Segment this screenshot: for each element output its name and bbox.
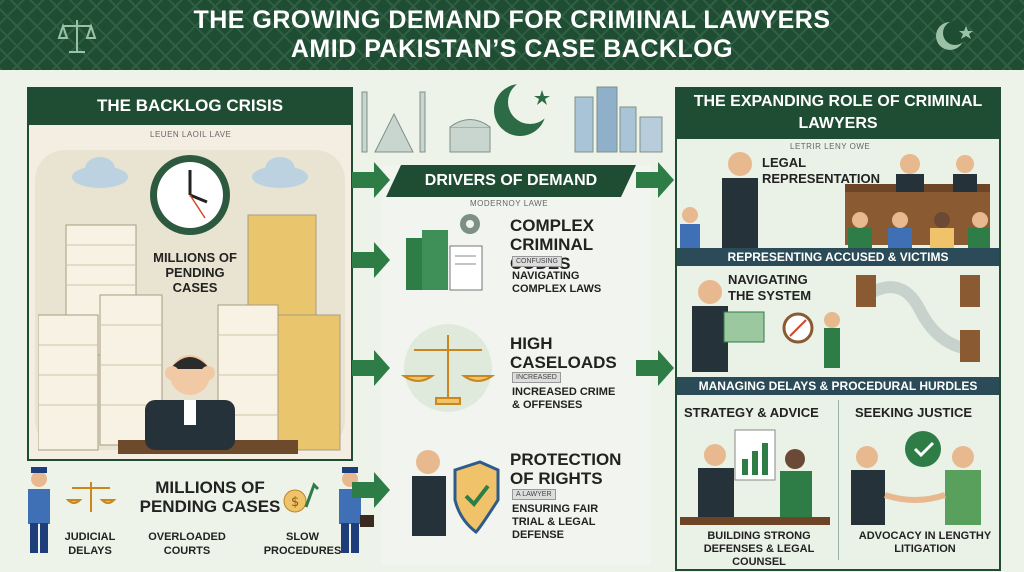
driver-2-desc: INCREASED CRIME & OFFENSES — [512, 386, 616, 411]
navigating-system-label: NAVIGATING THE SYSTEM — [728, 272, 812, 303]
expanding-role-subtitle: LETRIR LENY OWE — [790, 142, 871, 151]
driver-3-title: PROTECTION OF RIGHTS — [510, 450, 622, 488]
lawyer-shield-icon — [412, 450, 500, 536]
navigating-illustration — [692, 275, 981, 372]
crescent-star-icon — [936, 21, 973, 50]
representing-band: REPRESENTING ACCUSED & VICTIMS — [677, 248, 999, 266]
seeking-justice-title: SEEKING JUSTICE — [855, 405, 973, 420]
arrow-icon — [352, 162, 390, 198]
label-overloaded-courts: OVERLOADED COURTS — [148, 531, 226, 557]
handshake-illustration — [851, 431, 981, 525]
strategy-caption: BUILDING STRONG DEFENSES & LEGAL COUNSEL — [703, 530, 815, 568]
clock-caption: MILLIONS OF PENDING CASES — [153, 250, 237, 295]
clock-icon — [150, 155, 230, 235]
header-banner: THE GROWING DEMAND FOR CRIMINAL LAWYERS … — [0, 0, 1024, 70]
backlog-subtitle: LEUEN LAOIL LAVE — [150, 130, 232, 139]
page-title: THE GROWING DEMAND FOR CRIMINAL LAWYERS … — [150, 6, 874, 64]
driver-3-tag: A LAWYER — [512, 489, 556, 500]
title-line-1: THE GROWING DEMAND FOR CRIMINAL LAWYERS — [193, 6, 831, 34]
small-scales-icon — [66, 482, 116, 512]
judge-icon — [145, 355, 235, 450]
managing-delays-band: MANAGING DELAYS & PROCEDURAL HURDLES — [677, 377, 999, 395]
svg-text:$: $ — [291, 495, 299, 510]
driver-1-desc: NAVIGATING COMPLEX LAWS — [512, 270, 602, 295]
header-pattern — [0, 0, 1024, 70]
scales-icon — [57, 20, 97, 53]
section-divider — [838, 400, 839, 560]
driver-1-tag: CONFUSING — [512, 256, 562, 267]
strategy-illustration — [680, 429, 830, 525]
title-line-2: AMID PAKISTAN’S CASE BACKLOG — [290, 35, 734, 63]
big-pending-caption: MILLIONS OF PENDING CASES — [139, 478, 281, 516]
driver-2-tag: INCREASED — [512, 372, 561, 383]
driver-2-title: HIGH CASELOADS — [510, 334, 617, 372]
dollar-arrow-icon: $ — [283, 482, 320, 513]
arrow-icon — [636, 350, 674, 386]
seeking-justice-caption: ADVOCACY IN LENGTHY LITIGATION — [858, 530, 992, 555]
drivers-subtitle: MODERNOY LAWE — [470, 199, 549, 208]
cloud-icon-left — [72, 157, 128, 188]
arrow-icon — [352, 472, 390, 508]
law-books-icon — [406, 214, 483, 291]
courtroom-illustration — [680, 152, 990, 250]
balance-scale-icon — [400, 324, 496, 412]
arrow-icon — [636, 162, 674, 198]
arrow-icon — [352, 242, 390, 278]
expanding-role-title: THE EXPANDING ROLE OF CRIMINAL LAWYERS — [675, 87, 1001, 139]
drivers-panel-title: DRIVERS OF DEMAND — [386, 165, 636, 197]
label-judicial-delays: JUDICIAL DELAYS — [64, 531, 116, 557]
backlog-panel-title: THE BACKLOG CRISIS — [27, 87, 353, 125]
driver-3-desc: ENSURING FAIR TRIAL & LEGAL DEFENSE — [512, 503, 599, 541]
arrow-icon — [352, 350, 390, 386]
strategy-advice-title: STRATEGY & ADVICE — [684, 405, 819, 420]
paper-stacks — [38, 214, 341, 454]
legal-representation-label: LEGAL REPRESENTATION — [762, 155, 880, 186]
police-icon-left — [28, 467, 50, 553]
label-slow-procedures: SLOW PROCEDURES — [263, 531, 342, 557]
cloud-icon-right — [252, 157, 308, 188]
skyline-illustration — [361, 80, 663, 153]
